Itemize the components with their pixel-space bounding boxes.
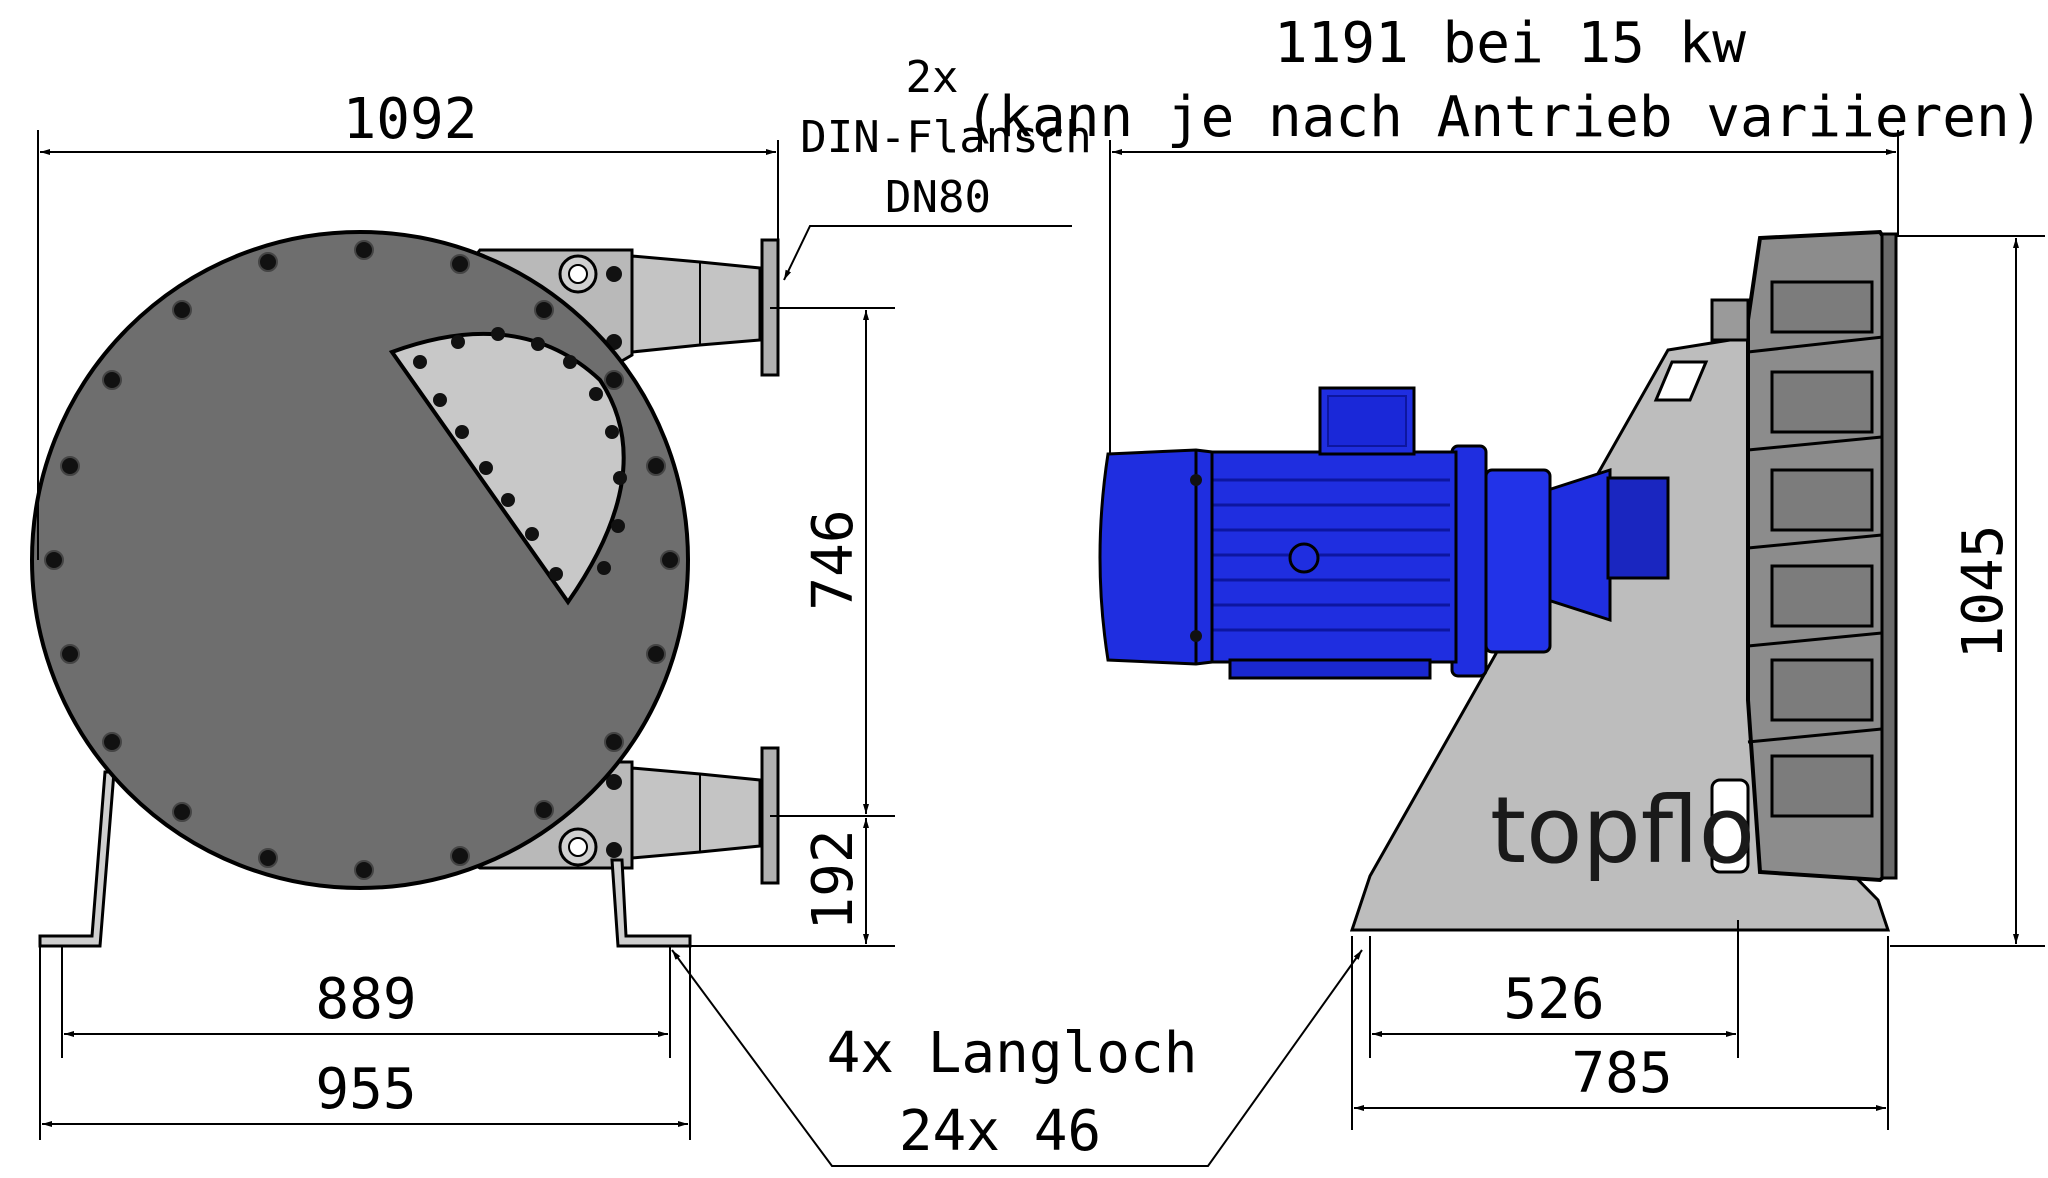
housing-bolts (44, 240, 680, 880)
right-foot (610, 858, 692, 948)
flange-leader (783, 225, 1072, 281)
housing-front-plate (1880, 232, 1898, 880)
housing-ribs (1770, 280, 1874, 818)
motor-fan-cover (1098, 448, 1214, 666)
housing-label-plate (1710, 778, 1750, 874)
pump-side-view: topflo (1098, 229, 1898, 932)
slot-count: 4x Langloch (827, 1021, 1198, 1086)
dim-526: 526 (1503, 967, 1604, 1032)
flange-size: DN80 (885, 172, 991, 223)
dim-1191-note: (kann je nach Antrieb variieren) (965, 85, 2044, 150)
dim-746: 746 (801, 509, 866, 610)
motor-foot (1228, 658, 1432, 680)
stand-lifting-hole (1653, 360, 1709, 402)
shaft-collar (1710, 298, 1750, 342)
dim-889: 889 (315, 967, 416, 1032)
dimension-lines (37, 130, 2045, 1167)
slot-leader (671, 949, 1363, 1167)
flange-type: DIN-Flansch (800, 112, 1091, 163)
dim-192: 192 (801, 829, 866, 930)
left-foot (38, 770, 116, 948)
flange-count: 2x (906, 52, 959, 103)
motor-flange-ring (1484, 468, 1552, 654)
dim-785: 785 (1571, 1041, 1672, 1106)
lower-port-pipe (630, 766, 762, 860)
dim-1092: 1092 (343, 87, 478, 152)
dim-1045: 1045 (1951, 525, 2016, 660)
motor-cooling-fins (1212, 478, 1450, 632)
pump-front-view (30, 230, 780, 948)
gear-adapter (1546, 467, 1612, 623)
slot-size: 24x 46 (899, 1099, 1101, 1164)
dim-955: 955 (315, 1057, 416, 1122)
brand-logo: topflo (1490, 777, 1755, 884)
gear-shaft (1606, 476, 1670, 580)
dim-1191: 1191 bei 15 kw (1274, 11, 1746, 76)
upper-port-pipe (630, 254, 762, 354)
window-bolts (413, 327, 627, 581)
